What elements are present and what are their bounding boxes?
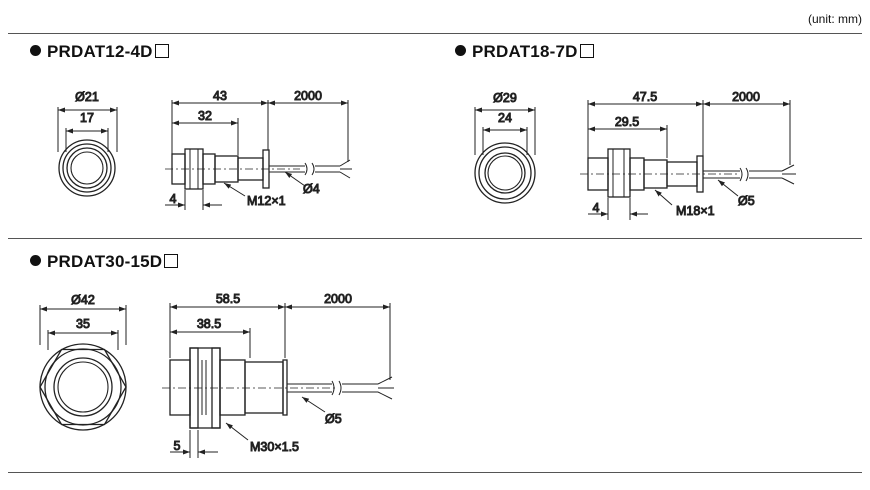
sensor-3-body-length-label: 38.5 — [197, 317, 221, 331]
sensor-3-side-view — [162, 303, 394, 458]
sensor-2-side-view — [580, 100, 796, 220]
unit-note: (unit: mm) — [808, 12, 862, 26]
checkbox-symbol-icon — [164, 254, 179, 268]
bullet-icon — [455, 45, 466, 56]
model-title-3: PRDAT30-15D — [30, 252, 179, 272]
sensor-1-thread-label: M12×1 — [247, 194, 286, 208]
checkbox-symbol-icon — [154, 44, 169, 58]
checkbox-symbol-icon — [579, 44, 594, 58]
sensor-3-face-outer-label: Ø42 — [71, 293, 95, 307]
sensor-3-thread-label: M30×1.5 — [250, 440, 299, 454]
sensor-2-body-length-label: 29.5 — [615, 115, 639, 129]
sensor-3-face-inner-label: 35 — [76, 317, 90, 331]
sensor-3-nut-label: 5 — [174, 439, 181, 453]
sensor-2-thread-label: M18×1 — [676, 204, 715, 218]
bottom-divider — [8, 472, 862, 473]
sensor-1-total-length-label: 43 — [213, 89, 227, 103]
top-divider — [8, 33, 862, 34]
sensor-2-face-outer-label: Ø29 — [493, 91, 517, 105]
sensor-2-cable-dia-label: Ø5 — [738, 194, 755, 208]
sensor-2-cable-length-label: 2000 — [732, 90, 760, 104]
sensor-3-total-length-label: 58.5 — [216, 292, 240, 306]
sensor-1-face-inner-label: 17 — [80, 111, 94, 125]
sensor-1-face-outer-label: Ø21 — [75, 90, 99, 104]
middle-divider — [8, 238, 862, 239]
model-title-1: PRDAT12-4D — [30, 42, 169, 62]
model-title-2: PRDAT18-7D — [455, 42, 594, 62]
sensor-1-body-length-label: 32 — [198, 109, 212, 123]
sensor-1-nut-label: 4 — [170, 192, 177, 206]
sensor-2-face-inner-label: 24 — [498, 111, 512, 125]
bullet-icon — [30, 255, 41, 266]
sensor-3-front-view — [39, 305, 127, 431]
sensor-2-front-view — [474, 107, 536, 204]
bullet-icon — [30, 45, 41, 56]
sensor-1-front-view — [57, 107, 118, 197]
sensor-1-cable-dia-label: Ø4 — [303, 182, 320, 196]
sensor-3-cable-length-label: 2000 — [324, 292, 352, 306]
sensor-2-total-length-label: 47.5 — [633, 90, 657, 104]
sensor-2-nut-label: 4 — [593, 201, 600, 215]
sensor-1-side-view — [165, 100, 352, 210]
sensor-1-cable-length-label: 2000 — [294, 89, 322, 103]
sensor-3-cable-dia-label: Ø5 — [325, 412, 342, 426]
